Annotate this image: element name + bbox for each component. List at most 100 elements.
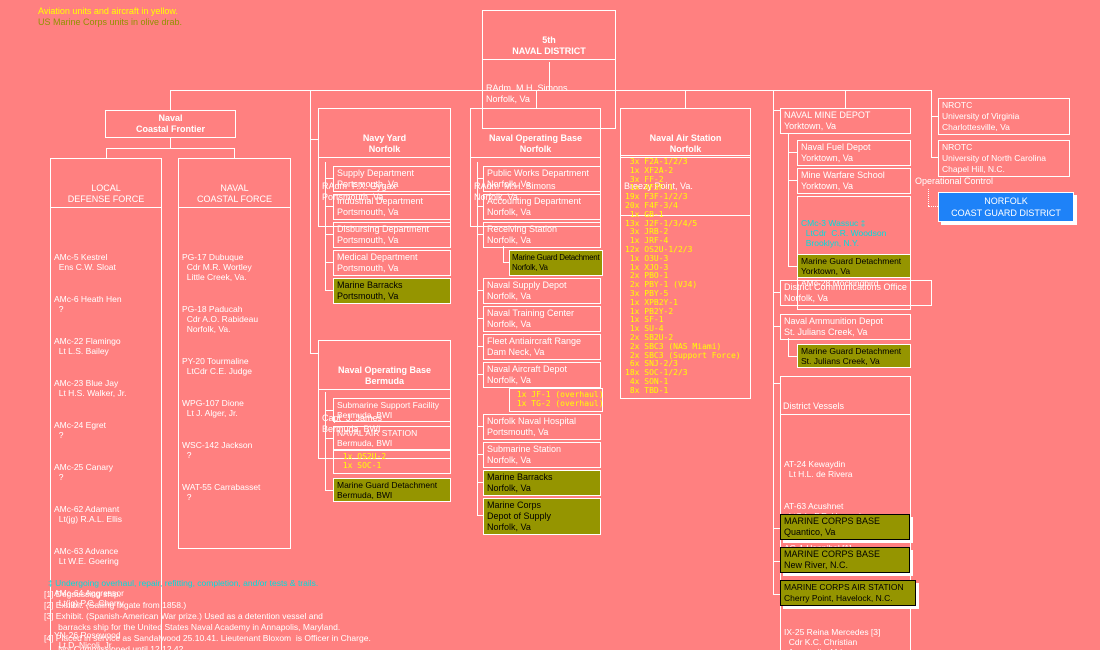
box-marine-barracks-portsmouth: Marine Barracks Portsmouth, Va	[333, 278, 451, 304]
ship-entry: AMc-5 Kestrel Ens C.W. Sloat	[54, 252, 116, 272]
box-naval-aircraft-depot: Naval Aircraft Depot Norfolk, Va	[483, 362, 601, 388]
nob-norfolk-title: Naval Operating Base Norfolk	[471, 131, 600, 158]
ldf-title: LOCAL DEFENSE FORCE	[51, 181, 161, 208]
box-marine-guard-yorktown: Marine Guard Detachment Yorktown, Va	[797, 254, 911, 278]
box-nrotc-north-carolina: NROTC University of North Carolina Chape…	[938, 140, 1070, 177]
legend-aviation: Aviation units and aircraft in yellow.	[38, 6, 178, 16]
box-industrial-department: Industrial Department Portsmouth, Va	[333, 194, 451, 220]
box-marine-guard-norfolk: Marine Guard Detachment Norfolk, Va	[509, 250, 603, 276]
connector	[325, 490, 333, 491]
connector	[773, 528, 780, 529]
footnote-overhaul: ‡ Undergoing overhaul, repair, refitting…	[48, 578, 319, 588]
connector	[931, 90, 932, 158]
box-5th-naval-district: 5th NAVAL DISTRICT RAdm M.H. Simons Norf…	[482, 10, 616, 129]
ship-entry: WPG-107 Dione Lt J. Alger, Jr.	[182, 398, 244, 418]
box-district-communications-office: District Communications Office Norfolk, …	[780, 280, 932, 306]
connector	[106, 148, 235, 149]
connector	[773, 326, 780, 327]
connector	[477, 454, 483, 455]
box-norfolk-coast-guard-district: NORFOLK COAST GUARD DISTRICT	[938, 192, 1074, 222]
box-mine-warfare-school: Mine Warfare School Yorktown, Va	[797, 168, 911, 194]
box-submarine-station: Submarine Station Norfolk, Va	[483, 442, 601, 468]
connector	[788, 266, 797, 267]
connector	[773, 383, 780, 384]
box-bermuda-aircraft: 1x OS2U-2 1x SOC-1	[333, 450, 451, 474]
connector	[477, 318, 483, 319]
connector	[503, 262, 509, 263]
box-marine-guard-bermuda: Marine Guard Detachment Bermuda, BWI	[333, 478, 451, 502]
connector	[536, 90, 537, 108]
connector	[773, 110, 780, 111]
connector	[788, 356, 797, 357]
connector	[503, 246, 504, 262]
connector	[477, 374, 483, 375]
ship-entry: AMc-23 Blue Jay Lt H.S. Walker, Jr.	[54, 378, 127, 398]
connector	[325, 162, 326, 290]
connector	[773, 90, 774, 594]
connector	[931, 116, 938, 117]
ship-entry: WAT-55 Carrabasset ?	[182, 482, 261, 502]
ship-entry: PG-18 Paducah Cdr A.O. Rabideau Norfolk,…	[182, 304, 259, 334]
nob-bermuda-title: Naval Operating Base Bermuda	[319, 363, 450, 390]
ncf-title: NAVAL COASTAL FORCE	[179, 181, 290, 208]
connector	[477, 162, 478, 515]
connector	[325, 290, 333, 291]
box-naval-ammunition-depot: Naval Ammunition Depot St. Julians Creek…	[780, 314, 911, 340]
navy-yard-officer: RAdm F.X. Gygax Portsmouth, Va	[322, 181, 397, 202]
ship-entry: AMc-25 Canary ?	[54, 462, 114, 482]
connector	[788, 338, 789, 356]
box-marine-guard-st-julians: Marine Guard Detachment St. Julians Cree…	[797, 344, 911, 368]
district-officer: RAdm M.H. Simons Norfolk, Va	[486, 83, 568, 104]
district-vessels-title: District Vessels	[781, 399, 910, 415]
ship-entry: AMc-64 Aggressor Lt(jg) P.C. Cherry	[54, 588, 124, 608]
ship-entry: WSC-142 Jackson ?	[182, 440, 253, 460]
box-local-defense-force: LOCAL DEFENSE FORCE AMc-5 Kestrel Ens C.…	[50, 158, 162, 650]
nob-bermuda-officer: Capt J. James Bermuda, BWI	[322, 413, 383, 434]
connector	[773, 594, 780, 595]
box-medical-department: Medical Department Portsmouth, Va	[333, 250, 451, 276]
connector	[477, 482, 483, 483]
ship-entry: IX-25 Reina Mercedes [3] Cdr K.C. Christ…	[784, 627, 881, 650]
connector-dotted	[928, 189, 929, 206]
connector	[325, 262, 333, 263]
box-district-vessels: District Vessels AT-24 Kewaydin Lt H.L. …	[780, 376, 911, 650]
ncf-list: PG-17 Dubuque Cdr M.R. Wortley Little Cr…	[179, 230, 290, 526]
box-naval-coastal-force: NAVAL COASTAL FORCE PG-17 Dubuque Cdr M.…	[178, 158, 291, 549]
connector	[310, 353, 318, 354]
connector	[170, 137, 171, 148]
connector	[310, 90, 311, 353]
connector	[788, 180, 797, 181]
box-nrotc-virginia: NROTC University of Virginia Charlottesv…	[938, 98, 1070, 135]
box-naval-fuel-depot: Naval Fuel Depot Yorktown, Va	[797, 140, 911, 166]
connector	[106, 148, 107, 158]
connector	[773, 292, 780, 293]
box-fleet-antiaircraft-range: Fleet Antiaircraft Range Dam Neck, Va	[483, 334, 601, 360]
connector	[234, 148, 235, 158]
connector	[170, 90, 932, 91]
connector	[773, 561, 780, 562]
box-disbursing-department: Disbursing Department Portsmouth, Va	[333, 222, 451, 248]
navy-yard-title: Navy Yard Norfolk	[319, 131, 450, 158]
connector	[310, 139, 318, 140]
connector	[845, 90, 846, 108]
box-public-works: Public Works Department Norfolk, Va	[483, 166, 601, 192]
connector	[477, 515, 483, 516]
legend-marines: US Marine Corps units in olive drab.	[38, 17, 183, 27]
connector	[477, 290, 483, 291]
ship-entry: PY-20 Tourmaline LtCdr C.E. Judge	[182, 356, 252, 376]
ship-entry: AMc-62 Adamant Lt(jg) R.A.L. Ellis	[54, 504, 123, 524]
connector	[685, 90, 686, 108]
box-marine-barracks-norfolk: Marine Barracks Norfolk, Va	[483, 470, 601, 496]
box-naval-training-center: Naval Training Center Norfolk, Va	[483, 306, 601, 332]
box-marine-corps-depot-supply: Marine Corps Depot of Supply Norfolk, Va	[483, 498, 601, 535]
box-mcb-new-river: MARINE CORPS BASE New River, N.C.	[780, 547, 910, 573]
box-nas-bermuda: NAVAL AIR STATION Bermuda, BWI	[333, 426, 451, 450]
ship-entry: YN-26 Rosewood Lt D. Nicoli, Jr.	[54, 630, 121, 650]
nob-norfolk-officer: RAdm M.H. Simons Norfolk, Va	[474, 181, 556, 202]
operational-control-label: Operational Control	[915, 176, 994, 186]
box-navy-yard-norfolk: Navy Yard Norfolk RAdm F.X. Gygax Portsm…	[318, 108, 451, 227]
box-naval-coastal-frontier: Naval Coastal Frontier	[105, 110, 236, 138]
nas-norfolk-title: Naval Air Station Norfolk	[621, 131, 750, 158]
box-overhaul-aircraft: 1x JF-1 (overhaul) 1x TG-2 (overhaul)	[509, 388, 604, 412]
district-vessels-list: AT-24 Kewaydin Lt H.L. de Rivera AT-63 A…	[781, 437, 910, 650]
